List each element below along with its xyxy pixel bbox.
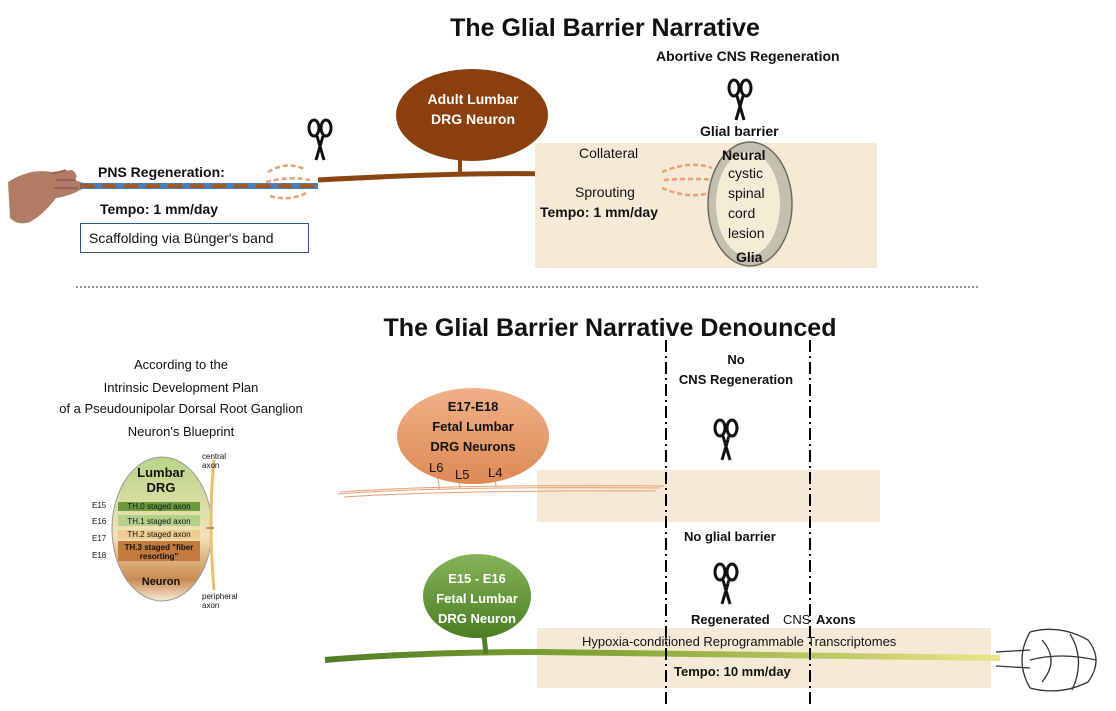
hypoxia-label: Hypoxia-conditioned Reprogrammable Trans… — [582, 634, 897, 649]
cns-panel-middle — [537, 470, 880, 522]
fetal2-line-2: Fetal Lumbar — [436, 591, 518, 606]
sprouting-cones — [661, 163, 717, 197]
fetal-e15-axon — [324, 635, 1001, 663]
lesion — [707, 141, 793, 267]
blueprint-line-4: Neuron's Blueprint — [127, 424, 235, 439]
lesion-line-3: cord — [728, 205, 756, 221]
cns-panel-top — [535, 143, 877, 268]
blueprint-line-1: According to the — [134, 357, 228, 372]
scissors-layer — [307, 78, 753, 605]
scaffolding-box: Scaffolding via Bünger's band — [80, 223, 309, 253]
lesion-line-1: cystic — [728, 165, 763, 181]
inset-central-axon: central axon — [202, 452, 227, 470]
adult-neuron-label-1: Adult Lumbar — [427, 91, 519, 107]
tempo-bottom-label: Tempo: 10 mm/day — [674, 664, 791, 679]
no-cns-line-2: CNS Regeneration — [678, 372, 794, 387]
inset-stage-day-3: E18 — [92, 551, 107, 560]
scissors-icon — [727, 78, 753, 121]
inset-stage-label-3: TH.3 staged "fiber resorting" — [124, 543, 194, 561]
adult-neuron-label-2: DRG Neuron — [431, 111, 515, 127]
tempo-left-label: Tempo: 1 mm/day — [100, 201, 218, 217]
bottom-title: The Glial Barrier Narrative Denounced — [383, 314, 837, 342]
level-l5: L5 — [455, 467, 470, 482]
inset-neuron: Neuron — [141, 576, 181, 588]
axons-label: Axons — [816, 612, 856, 627]
pns-axon — [80, 164, 318, 200]
inset-stage-label-0: TH.0 staged axon — [127, 502, 191, 511]
level-l6: L6 — [429, 460, 444, 475]
hand-illustration — [8, 169, 85, 224]
lesion-line-2: spinal — [728, 185, 765, 201]
lesion-bottom-label: Glia — [736, 249, 763, 265]
blueprint-line-3: of a Pseudounipolar Dorsal Root Ganglion — [59, 401, 303, 416]
inset-stage-day-1: E16 — [92, 517, 107, 526]
fetal1-line-1: E17-E18 — [447, 399, 499, 414]
lesion-line-4: lesion — [728, 225, 765, 241]
no-cns-line-1: No — [727, 352, 745, 367]
adult-neuron — [396, 69, 548, 161]
level-l4: L4 — [488, 465, 503, 480]
blueprint-inset — [111, 456, 216, 602]
brain-outline — [995, 628, 1097, 692]
pns-regeneration-label: PNS Regeneration: — [98, 164, 225, 180]
sprouting-label: Sprouting — [575, 184, 635, 200]
fetal2-line-1: E15 - E16 — [448, 571, 506, 586]
top-title: The Glial Barrier Narrative — [450, 14, 760, 42]
inset-stage-label-2: TH.2 staged axon — [127, 530, 191, 539]
inset-stage-day-2: E17 — [92, 534, 107, 543]
fetal1-line-3: DRG Neurons — [430, 439, 516, 454]
tempo-right-label: Tempo: 1 mm/day — [540, 204, 658, 220]
collateral-label: Collateral — [579, 145, 639, 161]
fetal-e15-neuron — [423, 554, 531, 638]
scissors-icon — [713, 562, 739, 605]
abortive-label: Abortive CNS Regeneration — [656, 48, 840, 64]
no-glial-barrier-label: No glial barrier — [684, 529, 776, 544]
inset-stage-day-0: E15 — [92, 501, 107, 510]
inset-title-1: Lumbar — [137, 465, 185, 480]
fetal2-line-3: DRG Neuron — [438, 611, 516, 626]
inset-stage-label-1: TH.1 staged axon — [127, 517, 191, 526]
lesion-top-label: Neural — [722, 147, 766, 163]
inset-title-2: DRG — [146, 480, 176, 495]
inset-peripheral-axon: peripheral axon — [202, 592, 238, 610]
glial-barrier-label: Glial barrier — [700, 123, 779, 139]
scissors-icon — [713, 418, 739, 461]
fetal-e17-neuron — [397, 388, 549, 484]
fetal1-line-2: Fetal Lumbar — [432, 419, 514, 434]
blueprint-line-2: Intrinsic Development Plan — [103, 380, 259, 395]
scissors-icon — [307, 118, 333, 161]
cns-label: CNS — [783, 612, 811, 627]
regenerated-label: Regenerated — [691, 612, 770, 627]
